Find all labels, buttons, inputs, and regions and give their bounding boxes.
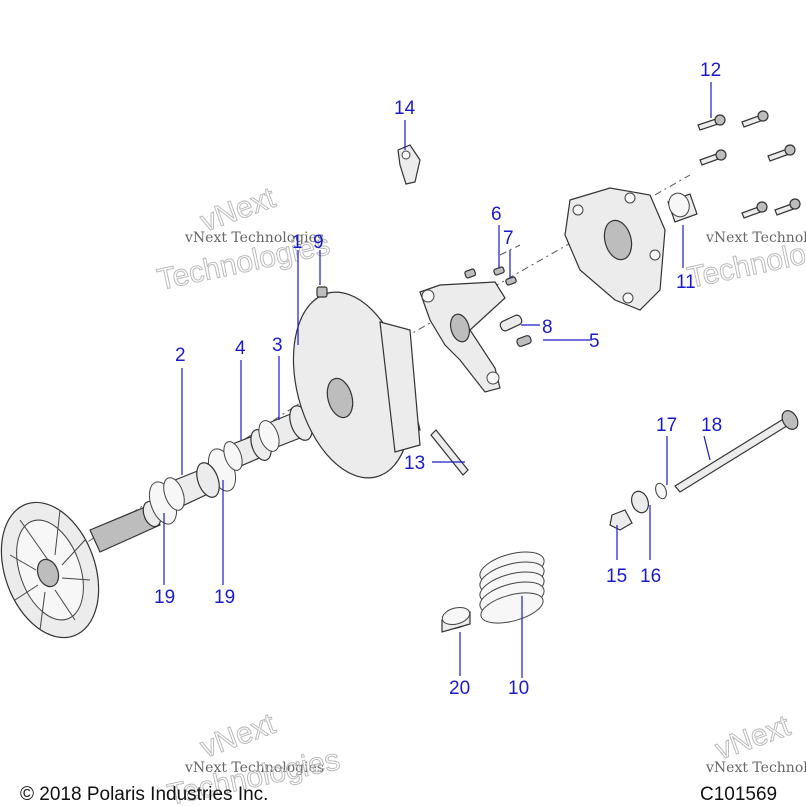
callout-16: 16 [640, 566, 661, 587]
callout-17: 17 [656, 415, 677, 436]
watermark-corner-3: vNext [196, 707, 280, 764]
bushing-4 [223, 429, 272, 471]
callout-10: 10 [508, 678, 529, 699]
fixed-sheave-with-shaft [0, 500, 162, 639]
callout-11: 11 [676, 272, 696, 293]
nut-15 [609, 509, 633, 531]
washer-17 [655, 482, 667, 500]
bolt-18 [674, 410, 799, 493]
bolts-12 [697, 110, 801, 219]
spider-assembly [419, 281, 506, 393]
moveable-sheave [292, 291, 421, 479]
callout-12: 12 [700, 60, 721, 81]
callout-19-right: 19 [214, 587, 235, 608]
watermark-small-2: vNext Technologies [705, 230, 806, 246]
watermark-group: vNext Technologies Technologies vNext vN… [154, 181, 806, 806]
spacer-5 [516, 335, 532, 347]
callout-14: 14 [394, 98, 416, 119]
callout-4: 4 [235, 338, 246, 359]
pin-13 [430, 429, 469, 476]
sleeve-8 [499, 314, 523, 332]
bushing-2 [163, 462, 220, 511]
callout-6: 6 [491, 204, 502, 225]
ring-20 [441, 606, 471, 633]
watermark-small-4: vNext Technologies [705, 760, 806, 776]
bushing-11 [667, 192, 698, 223]
callout-9: 9 [313, 232, 324, 253]
drawing-code: C101569 [700, 784, 777, 805]
callout-8: 8 [542, 317, 553, 338]
roller-weight-14 [397, 144, 421, 185]
watermark-small-1: vNext Technologies [184, 230, 324, 246]
spring-10 [479, 551, 545, 624]
callout-7: 7 [503, 228, 514, 249]
callout-5: 5 [589, 331, 600, 352]
spider-cover [564, 187, 666, 311]
leader-lines [163, 82, 712, 678]
set-screw-9 [316, 286, 328, 298]
callout-18: 18 [701, 415, 722, 436]
pin-7 [505, 276, 517, 286]
callouts: 1 9 2 3 4 5 6 7 8 10 11 12 13 14 15 16 1… [154, 60, 722, 699]
callout-13: 13 [404, 453, 425, 474]
callout-19-left: 19 [154, 587, 175, 608]
callout-20: 20 [449, 678, 470, 699]
washer-16 [630, 490, 650, 514]
pin-6 [464, 268, 477, 279]
callout-1: 1 [292, 232, 303, 253]
pin-6b [493, 266, 505, 276]
callout-2: 2 [175, 345, 186, 366]
copyright-text: © 2018 Polaris Industries Inc. [20, 784, 268, 805]
watermark-small-3: vNext Technologies [184, 760, 324, 776]
callout-15: 15 [606, 566, 627, 587]
watermark-corner-4: vNext [711, 709, 795, 766]
callout-3: 3 [272, 335, 283, 356]
